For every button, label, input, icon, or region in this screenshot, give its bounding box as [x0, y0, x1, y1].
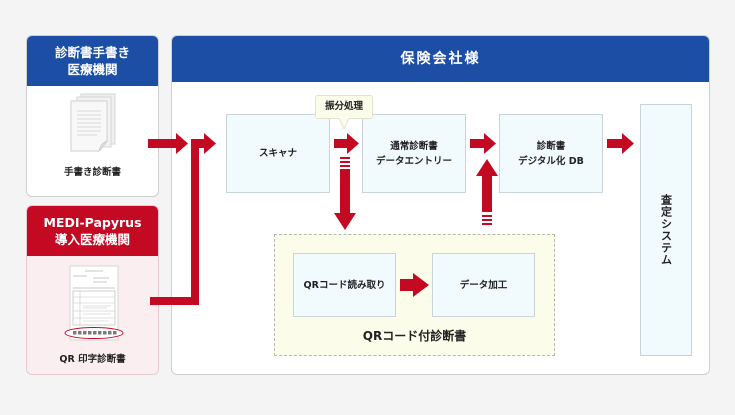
digital-db-box: 診断書 デジタル化 DB	[499, 114, 603, 193]
scanner-box: スキャナ	[226, 114, 330, 193]
assessment-system-label: 査定システム	[659, 194, 673, 266]
panel-handwritten-clinic: 診断書手書き 医療機関 手書き診断書	[26, 35, 159, 197]
qr-printed-caption: QR 印字診断書	[59, 354, 126, 365]
assessment-system-box: 査定システム	[640, 104, 692, 356]
handwritten-caption: 手書き診断書	[63, 167, 121, 178]
document-stack-icon	[67, 93, 119, 159]
tooltip-pointer	[338, 118, 350, 130]
qr-read-box: QRコード読み取り	[293, 253, 396, 317]
data-processing-box: データ加工	[432, 253, 535, 317]
panel-handwritten-title: 診断書手書き 医療機関	[27, 36, 158, 86]
panel-medi-papyrus-clinic: MEDI-Papyrus 導入医療機関	[26, 205, 159, 375]
sorting-tooltip: 振分処理	[315, 95, 373, 119]
qr-printed-form-icon	[63, 264, 125, 348]
qr-group-label: QRコード付診断書	[362, 329, 467, 343]
data-entry-box: 通常診断書 データエントリー	[362, 114, 466, 193]
panel-medi-papyrus-title: MEDI-Papyrus 導入医療機関	[27, 206, 158, 256]
panel-insurer-title: 保険会社様	[172, 36, 709, 82]
